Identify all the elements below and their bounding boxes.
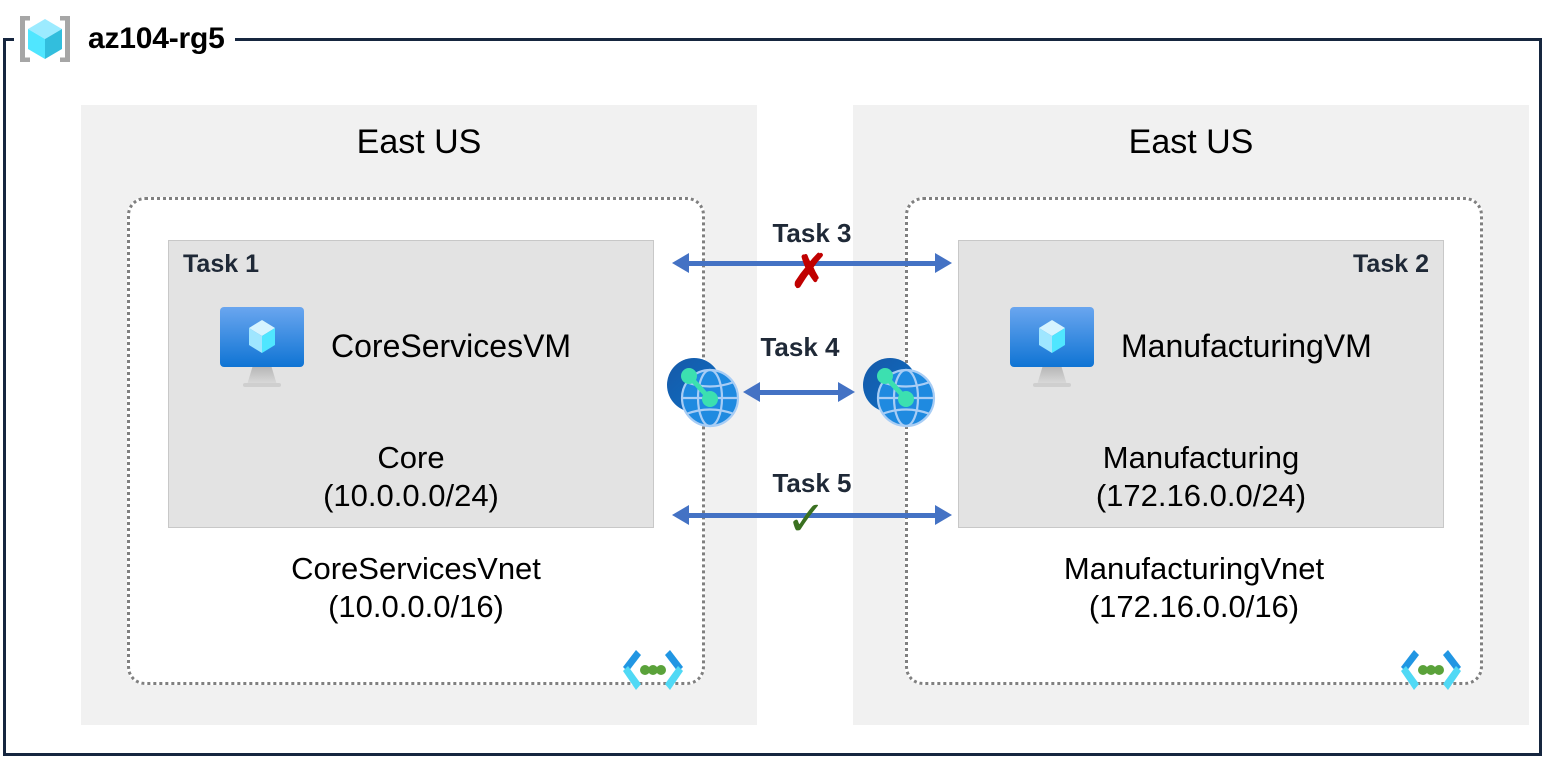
subnet-info-core: Core (10.0.0.0/24) bbox=[169, 439, 653, 515]
subnet-cidr-manufacturing: (172.16.0.0/24) bbox=[1095, 478, 1307, 514]
task-label-2: Task 2 bbox=[1353, 250, 1429, 278]
virtual-machine-icon bbox=[1005, 303, 1099, 389]
subnet-info-manufacturing: Manufacturing (172.16.0.0/24) bbox=[959, 439, 1443, 515]
task-label-5: Task 5 bbox=[772, 468, 852, 498]
vnet-info-manufacturing: ManufacturingVnet (172.16.0.0/16) bbox=[908, 550, 1480, 626]
subnet-name-core: Core bbox=[377, 440, 445, 476]
vnet-name-core: CoreServicesVnet bbox=[291, 551, 541, 586]
vnet-peering-icon bbox=[664, 355, 742, 429]
region-panel-right: East US Task 2 bbox=[853, 105, 1529, 725]
connection-arrow-task5 bbox=[672, 505, 952, 525]
region-label-right: East US bbox=[1128, 123, 1254, 161]
arrow-shaft bbox=[757, 390, 841, 395]
connection-arrow-task4 bbox=[743, 382, 855, 402]
blocked-x-icon: ✗ bbox=[790, 245, 829, 297]
subnet-cidr-core: (10.0.0.0/24) bbox=[323, 478, 499, 514]
vm-name-core: CoreServicesVM bbox=[331, 327, 572, 364]
subnet-box-manufacturing: Task 2 bbox=[958, 240, 1444, 528]
vnet-name-manufacturing: ManufacturingVnet bbox=[1063, 551, 1325, 586]
virtual-machine-icon bbox=[215, 303, 309, 389]
vnet-peering-icon bbox=[860, 355, 938, 429]
task-label-1: Task 1 bbox=[183, 250, 259, 278]
vm-row-core: CoreServicesVM bbox=[169, 303, 653, 389]
resource-group-title-block: az104-rg5 bbox=[14, 16, 235, 62]
arrow-shaft bbox=[686, 261, 938, 266]
vm-name-manufacturing: ManufacturingVM bbox=[1121, 327, 1372, 364]
arrow-head-left-icon bbox=[672, 253, 689, 273]
vnet-box-core: Task 1 bbox=[127, 197, 705, 690]
virtual-network-icon bbox=[620, 646, 686, 696]
region-label-left: East US bbox=[356, 123, 482, 161]
subnet-box-core: Task 1 bbox=[168, 240, 654, 528]
vnet-info-core: CoreServicesVnet (10.0.0.0/16) bbox=[130, 550, 702, 626]
vnet-box-manufacturing: Task 2 bbox=[905, 197, 1483, 690]
arrow-head-right-icon bbox=[935, 253, 952, 273]
region-panel-left: East US Task 1 bbox=[81, 105, 757, 725]
vm-row-manufacturing: ManufacturingVM bbox=[959, 303, 1443, 389]
arrow-head-right-icon bbox=[935, 505, 952, 525]
task-label-3: Task 3 bbox=[772, 218, 852, 248]
connection-arrow-task3 bbox=[672, 253, 952, 273]
resource-group-frame bbox=[3, 38, 1542, 756]
subnet-name-manufacturing: Manufacturing bbox=[1102, 440, 1300, 476]
arrow-head-left-icon bbox=[672, 505, 689, 525]
resource-group-title: az104-rg5 bbox=[88, 22, 225, 55]
arrow-head-right-icon bbox=[838, 382, 855, 402]
resource-group-cube-icon bbox=[14, 13, 76, 65]
task-label-4: Task 4 bbox=[760, 332, 840, 362]
arrow-shaft bbox=[686, 513, 938, 518]
vnet-cidr-manufacturing: (172.16.0.0/16) bbox=[1088, 588, 1300, 624]
vnet-cidr-core: (10.0.0.0/16) bbox=[328, 588, 504, 624]
allowed-check-icon: ✓ bbox=[786, 491, 827, 547]
virtual-network-icon bbox=[1398, 646, 1464, 696]
arrow-head-left-icon bbox=[743, 382, 760, 402]
